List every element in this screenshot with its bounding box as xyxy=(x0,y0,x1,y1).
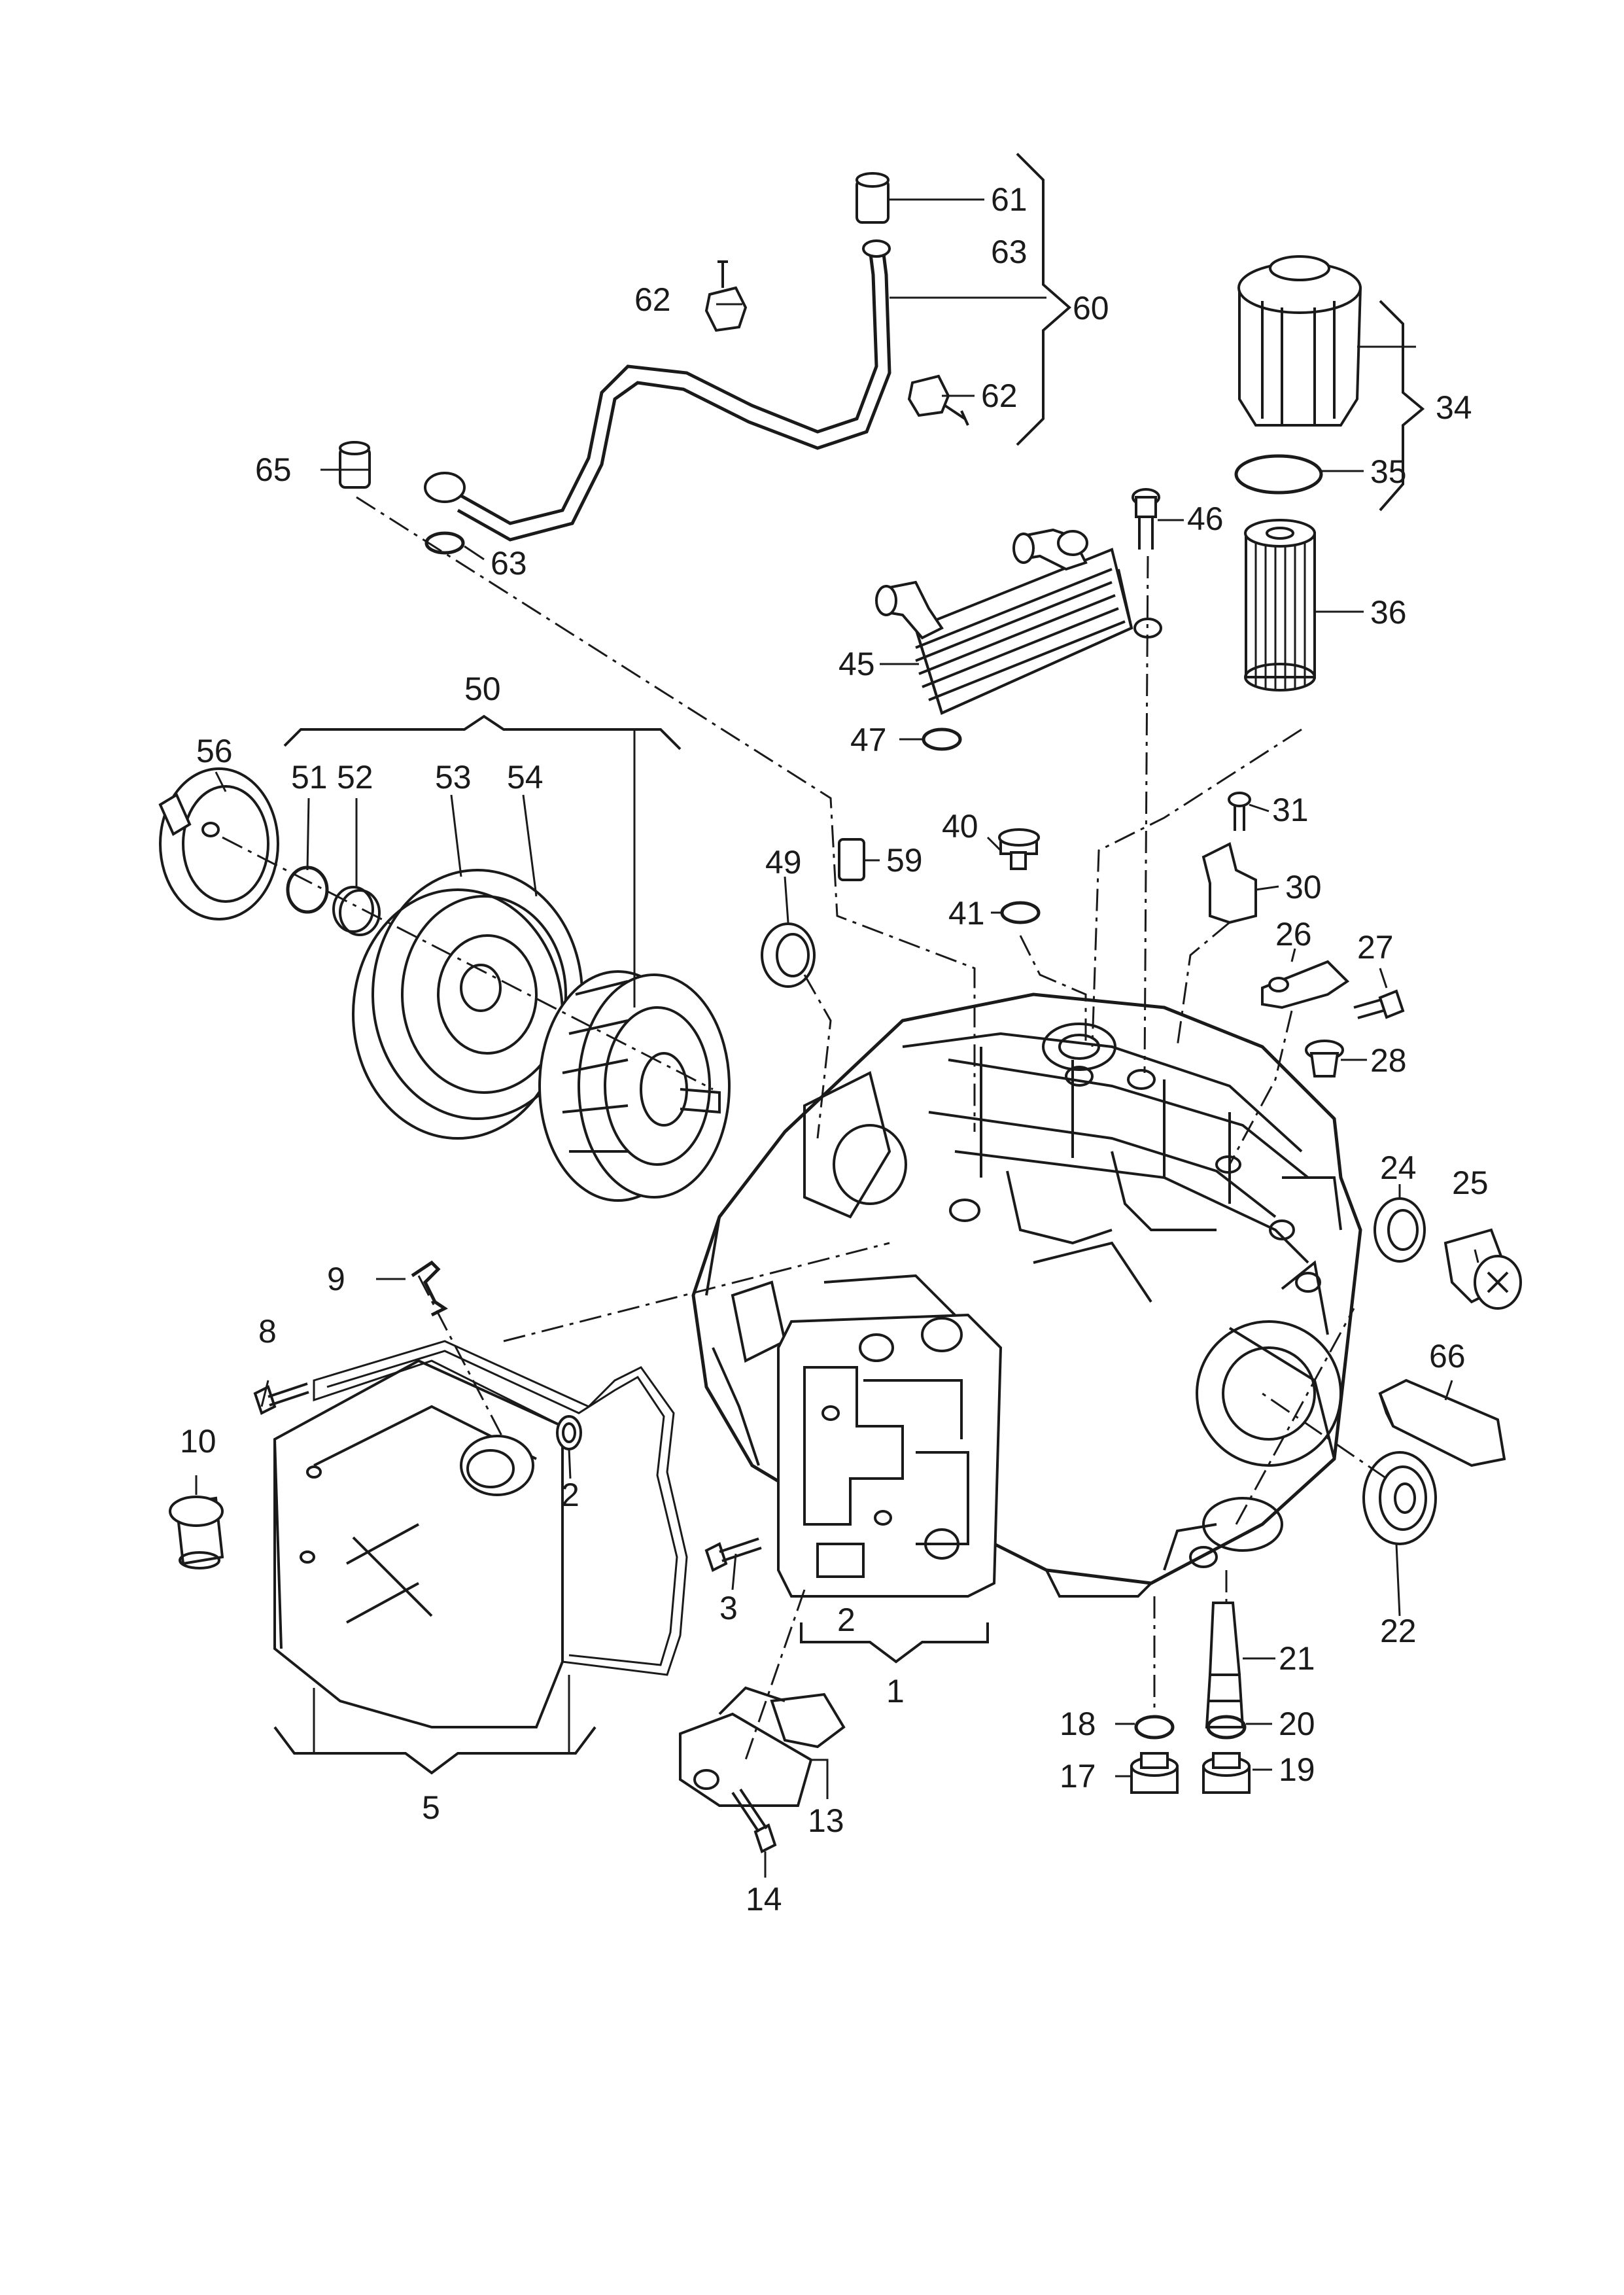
selector-lever-icon xyxy=(1261,960,1350,1009)
callout-19: 19 xyxy=(1279,1751,1315,1788)
callout-8: 8 xyxy=(258,1313,277,1350)
clutch-cover-icon xyxy=(158,767,279,920)
breather-cap-icon xyxy=(339,441,371,489)
seal-ring-icon xyxy=(556,1415,582,1450)
callout-20: 20 xyxy=(1279,1706,1315,1742)
filter-housing-icon xyxy=(1237,255,1362,427)
leader-lines xyxy=(195,152,1479,1878)
callout-45: 45 xyxy=(838,646,875,682)
flange-icon xyxy=(1443,1228,1522,1310)
oil-cooler-icon xyxy=(875,528,1162,715)
mechatronic-unit xyxy=(777,1274,1003,1598)
callout-41: 41 xyxy=(948,895,985,932)
callout-31: 31 xyxy=(1272,792,1309,828)
callout-21: 21 xyxy=(1279,1640,1315,1677)
seal-ring-icon xyxy=(1000,901,1041,924)
oil-pan-gasket xyxy=(313,1340,688,1676)
bolt-icon xyxy=(704,1537,762,1572)
drain-plug-icon xyxy=(1130,1752,1179,1794)
callout-10: 10 xyxy=(180,1423,216,1460)
bolt-icon xyxy=(253,1382,309,1415)
callout-63: 63 xyxy=(491,545,527,582)
callout-47: 47 xyxy=(850,722,887,758)
bolt-icon xyxy=(731,1788,777,1853)
seal-ring-icon xyxy=(1206,1715,1247,1740)
callout-66: 66 xyxy=(1429,1338,1466,1375)
callout-2: 2 xyxy=(561,1477,579,1513)
shaft-seal-icon xyxy=(761,922,816,988)
assembly-guide-lines xyxy=(222,496,1387,1761)
hose-clip-icon xyxy=(907,374,969,426)
callout-52: 52 xyxy=(337,759,373,796)
filter-element-icon xyxy=(1244,519,1316,692)
callout-61: 61 xyxy=(991,181,1028,218)
callout-22: 22 xyxy=(1380,1613,1417,1649)
screw-icon xyxy=(1132,488,1160,550)
o-ring-icon xyxy=(1234,454,1323,495)
callout-27: 27 xyxy=(1357,929,1394,966)
sealant-tube-icon xyxy=(1378,1378,1506,1467)
callout-40: 40 xyxy=(942,808,978,845)
callout-3: 3 xyxy=(719,1590,738,1626)
callout-labels: 61 63 60 62 62 65 63 34 35 36 46 45 47 5… xyxy=(180,181,1489,1918)
callout-18: 18 xyxy=(1060,1706,1096,1742)
seal-ring-icon xyxy=(1134,1715,1175,1740)
screw-icon xyxy=(1228,792,1251,831)
callout-26: 26 xyxy=(1275,916,1312,953)
callout-60: 60 xyxy=(1073,290,1109,326)
callout-30: 30 xyxy=(1285,869,1322,905)
callout-51: 51 xyxy=(291,759,328,796)
callout-63: 63 xyxy=(991,234,1028,270)
shaft-seal-icon xyxy=(1362,1451,1437,1545)
o-ring-icon xyxy=(922,727,962,751)
callout-59: 59 xyxy=(886,842,923,879)
callout-9: 9 xyxy=(327,1261,345,1297)
bracket-icon xyxy=(1201,842,1257,924)
bushing-icon xyxy=(1305,1040,1344,1077)
dual-clutch-icon xyxy=(538,970,731,1202)
oil-pan xyxy=(273,1359,564,1728)
screw-plug-icon xyxy=(998,828,1040,870)
callout-56: 56 xyxy=(196,733,233,769)
sealing-cap-icon xyxy=(169,1496,224,1569)
callout-5: 5 xyxy=(422,1789,440,1826)
retaining-clip-icon xyxy=(411,1260,448,1317)
bolt-icon xyxy=(1353,989,1405,1019)
callout-14: 14 xyxy=(746,1881,782,1918)
callout-53: 53 xyxy=(435,759,472,796)
callout-17: 17 xyxy=(1060,1758,1096,1795)
callout-25: 25 xyxy=(1452,1165,1489,1201)
callout-35: 35 xyxy=(1370,453,1407,490)
callout-46: 46 xyxy=(1187,500,1224,537)
callout-36: 36 xyxy=(1370,594,1407,631)
o-ring-icon xyxy=(424,531,465,555)
drain-plug-icon xyxy=(1202,1752,1251,1794)
dipstick-tube-icon xyxy=(1205,1602,1245,1728)
callout-34: 34 xyxy=(1436,389,1472,426)
shaft-seal-icon xyxy=(1373,1197,1426,1263)
callout-13: 13 xyxy=(808,1802,844,1839)
o-ring-icon xyxy=(332,886,374,933)
callout-54: 54 xyxy=(507,759,544,796)
sensor-connector-icon xyxy=(679,1686,846,1807)
callout-1: 1 xyxy=(886,1673,905,1709)
callout-49: 49 xyxy=(765,844,802,881)
callout-62: 62 xyxy=(981,377,1018,414)
breather-pipe-icon xyxy=(424,239,891,542)
callout-2: 2 xyxy=(837,1602,855,1638)
sleeve-icon xyxy=(838,838,865,881)
transmission-housing xyxy=(691,992,1362,1598)
callout-65: 65 xyxy=(255,451,292,488)
hose-clip-icon xyxy=(704,260,748,332)
breather-cap-icon xyxy=(855,172,890,224)
callout-24: 24 xyxy=(1380,1149,1417,1186)
callout-50: 50 xyxy=(464,671,501,707)
callout-28: 28 xyxy=(1370,1042,1407,1079)
callout-62: 62 xyxy=(634,281,671,318)
